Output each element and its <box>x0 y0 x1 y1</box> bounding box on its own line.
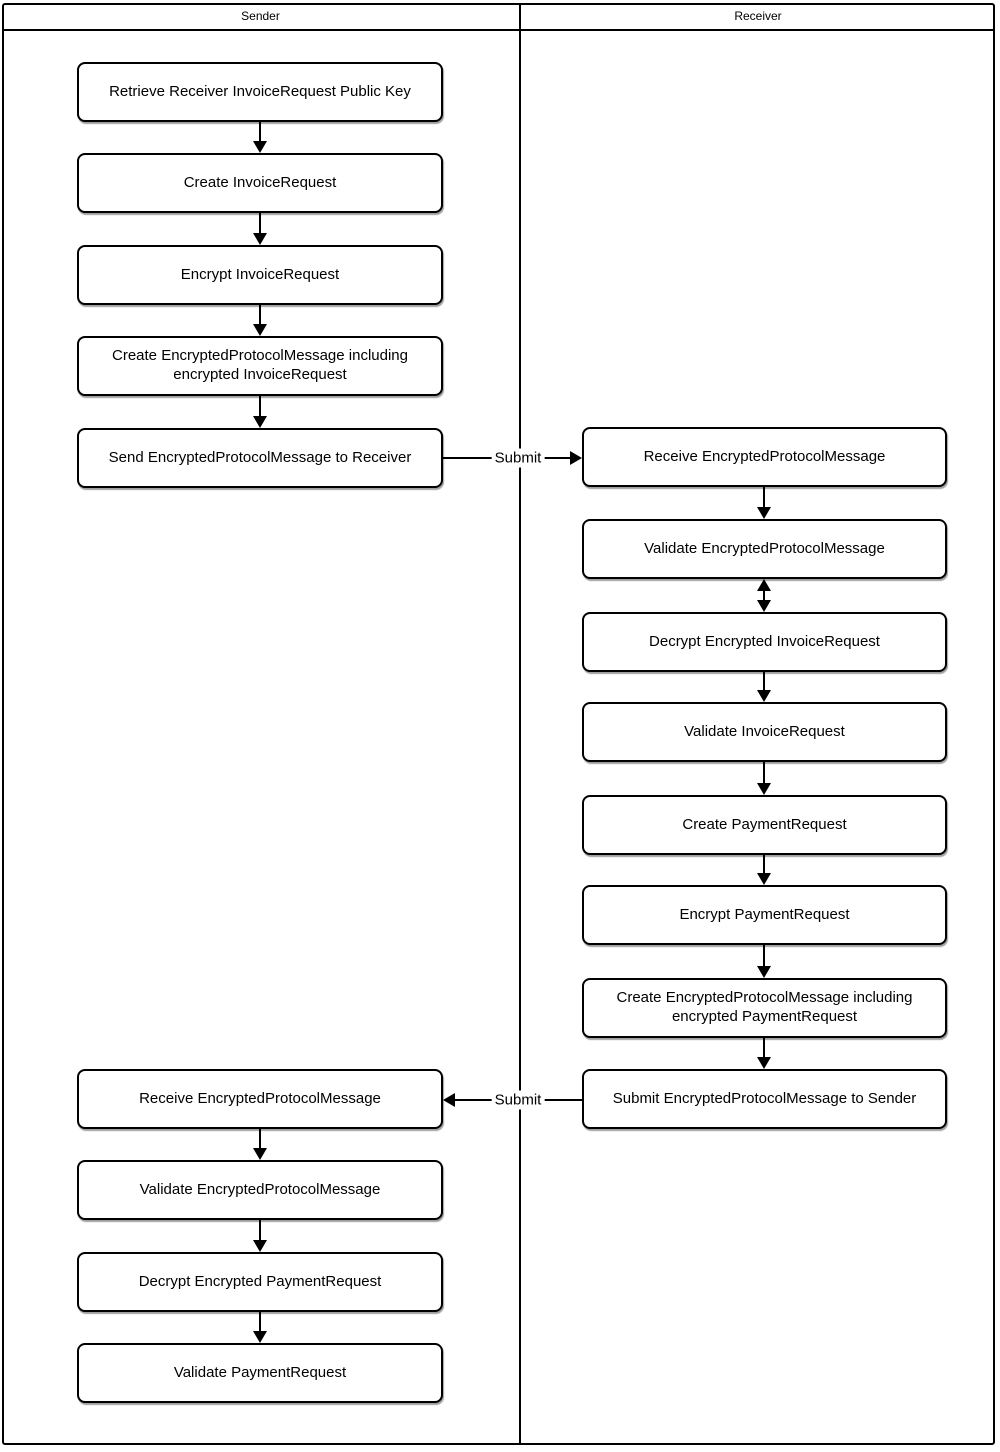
flow-arrow-down <box>253 1220 267 1252</box>
step-create-encryptedprotocolmessage-paymentrequest: Create EncryptedProtocolMessage includin… <box>582 978 947 1038</box>
flow-arrow-down <box>757 762 771 795</box>
lane-header-separator <box>2 29 995 31</box>
submit-label-to-sender: Submit <box>491 1090 545 1110</box>
lane-divider <box>519 3 521 1445</box>
step-receive-encryptedprotocolmessage-receiver: Receive EncryptedProtocolMessage <box>582 427 947 487</box>
flow-arrow-double <box>757 579 771 612</box>
flow-arrow-down <box>757 855 771 885</box>
step-decrypt-encrypted-paymentrequest: Decrypt Encrypted PaymentRequest <box>77 1252 443 1312</box>
flow-arrow-down <box>253 1129 267 1160</box>
flow-arrow-down <box>253 213 267 245</box>
flow-arrow-down <box>253 122 267 153</box>
step-validate-paymentrequest: Validate PaymentRequest <box>77 1343 443 1403</box>
step-send-encryptedprotocolmessage-to-receiver: Send EncryptedProtocolMessage to Receive… <box>77 428 443 488</box>
step-create-invoicerequest: Create InvoiceRequest <box>77 153 443 213</box>
flow-arrow-down <box>757 672 771 702</box>
step-create-paymentrequest: Create PaymentRequest <box>582 795 947 855</box>
diagram-frame <box>2 3 995 1445</box>
flow-arrow-down <box>757 487 771 519</box>
step-receive-encryptedprotocolmessage-sender: Receive EncryptedProtocolMessage <box>77 1069 443 1129</box>
lane-header-sender: Sender <box>241 9 280 23</box>
flow-arrow-down <box>757 945 771 978</box>
step-encrypt-paymentrequest: Encrypt PaymentRequest <box>582 885 947 945</box>
submit-label-to-receiver: Submit <box>491 448 545 468</box>
lane-header-receiver: Receiver <box>734 9 782 23</box>
step-validate-encryptedprotocolmessage-receiver: Validate EncryptedProtocolMessage <box>582 519 947 579</box>
arrow-up-head <box>757 579 771 591</box>
step-validate-encryptedprotocolmessage-sender: Validate EncryptedProtocolMessage <box>77 1160 443 1220</box>
flow-arrow-down <box>253 305 267 336</box>
step-create-encryptedprotocolmessage-invoicerequest: Create EncryptedProtocolMessage includin… <box>77 336 443 396</box>
step-retrieve-receiver-public-key: Retrieve Receiver InvoiceRequest Public … <box>77 62 443 122</box>
flow-arrow-down <box>253 1312 267 1343</box>
step-encrypt-invoicerequest: Encrypt InvoiceRequest <box>77 245 443 305</box>
flow-arrow-down <box>757 1038 771 1069</box>
step-submit-encryptedprotocolmessage-to-sender: Submit EncryptedProtocolMessage to Sende… <box>582 1069 947 1129</box>
step-decrypt-encrypted-invoicerequest: Decrypt Encrypted InvoiceRequest <box>582 612 947 672</box>
flow-arrow-down <box>253 396 267 428</box>
step-validate-invoicerequest: Validate InvoiceRequest <box>582 702 947 762</box>
